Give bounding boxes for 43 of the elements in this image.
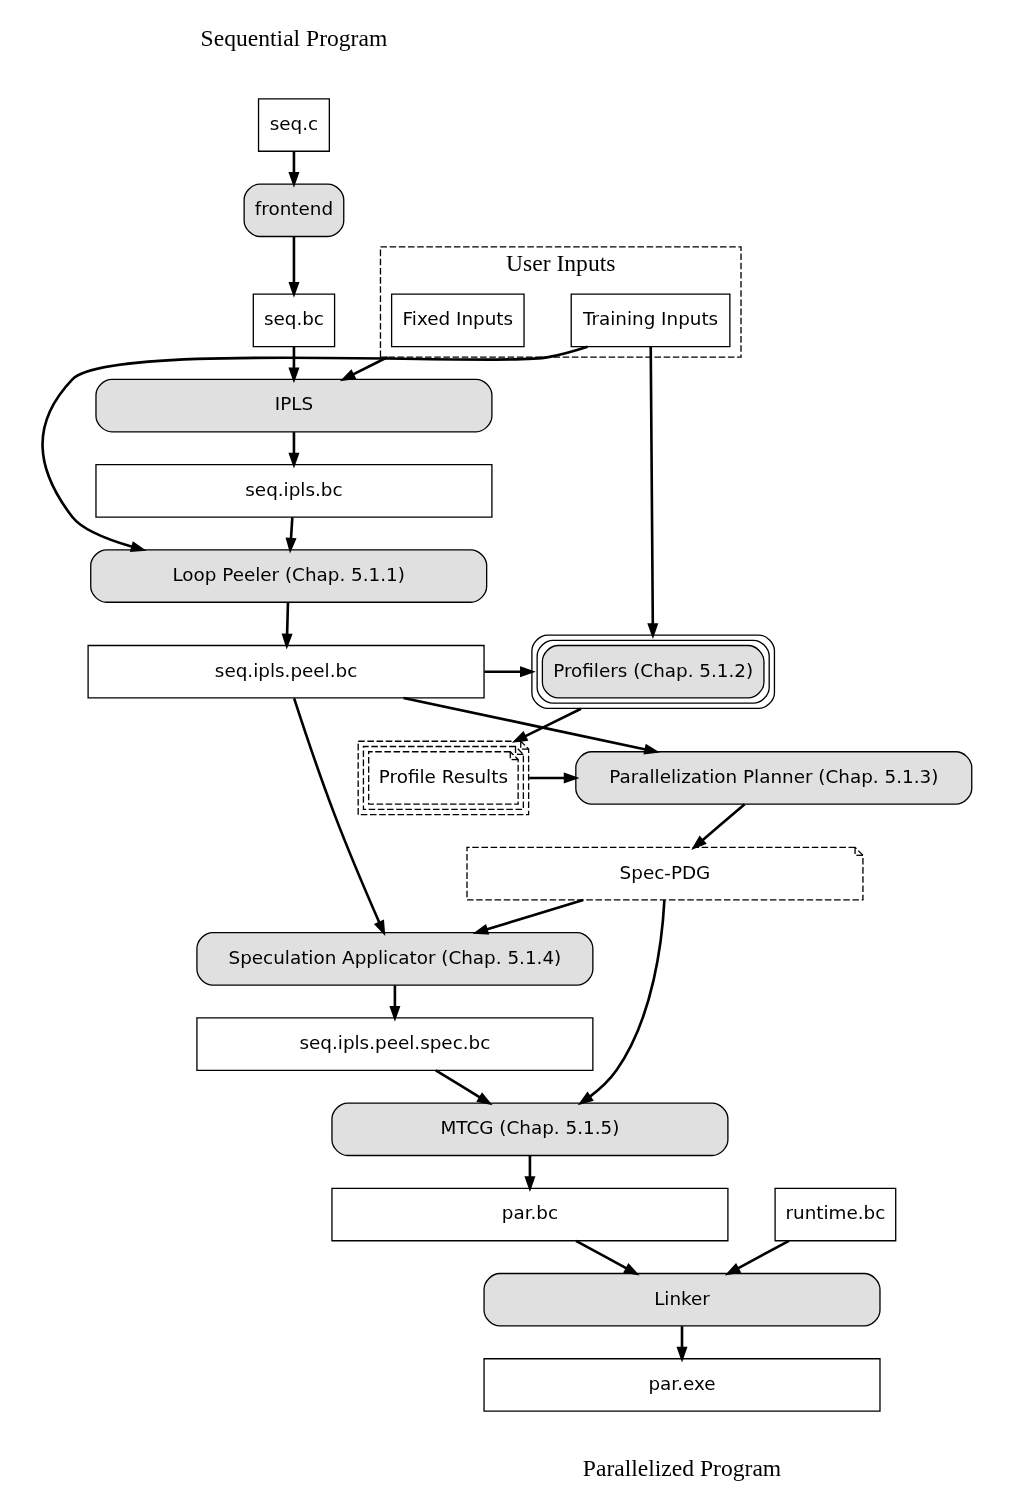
- node-box: Speculation Applicator (Chap. 5.1.4): [195, 932, 593, 986]
- arrow: [646, 346, 658, 639]
- arrow: [528, 772, 580, 784]
- arrow: [434, 1069, 493, 1106]
- arrow: [287, 151, 299, 188]
- arrow: [483, 666, 536, 678]
- arrow: [339, 355, 388, 382]
- node-box: Linker: [482, 1272, 881, 1327]
- node-box: seq.ipls.peel.spec.bc: [195, 1017, 593, 1071]
- arrow: [287, 236, 299, 298]
- node-box: Profilers (Chap. 5.1.2): [530, 634, 775, 710]
- node-box: seq.bc: [252, 293, 335, 348]
- node-box: Fixed Inputs: [390, 293, 525, 348]
- label: Parallelized Program: [582, 1454, 781, 1481]
- arrow: [523, 1155, 535, 1193]
- arrow: [676, 1326, 688, 1363]
- arrow: [285, 517, 297, 554]
- arrow: [292, 697, 385, 937]
- arrow: [287, 432, 299, 469]
- node-box: seq.ipls.peel.bc: [86, 644, 485, 699]
- node-box: frontend: [242, 183, 344, 238]
- node-box: par.exe: [482, 1358, 881, 1412]
- arrow: [724, 1239, 790, 1276]
- arrow: [574, 1239, 640, 1276]
- node-box: seq.c: [257, 98, 330, 152]
- node-box: Training Inputs: [570, 293, 731, 348]
- node-box: runtime.bc: [773, 1187, 896, 1242]
- arrow: [511, 707, 582, 743]
- arrow: [281, 602, 293, 650]
- arrow: [690, 803, 745, 850]
- node-box: par.bc: [330, 1187, 729, 1242]
- arrow: [287, 346, 299, 384]
- arrow: [402, 696, 660, 755]
- node-box: Parallelization Planner (Chap. 5.1.3): [574, 751, 972, 805]
- node-box: IPLS: [94, 378, 493, 433]
- arrow: [472, 898, 584, 935]
- arrow: [577, 900, 666, 1106]
- node-box: MTCG (Chap. 5.1.5): [330, 1102, 729, 1157]
- node-box: Loop Peeler (Chap. 5.1.1): [89, 549, 487, 603]
- node-box: seq.ipls.bc: [94, 463, 493, 518]
- arrow: [388, 985, 400, 1022]
- arrow: [40, 345, 588, 552]
- label: Sequential Program: [200, 24, 387, 51]
